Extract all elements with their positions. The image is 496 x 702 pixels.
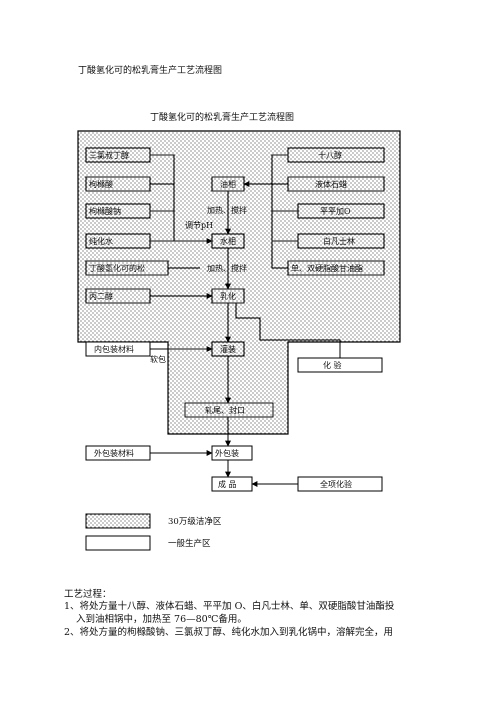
- connector-lines: [150, 154, 341, 487]
- box-oil-phase-label: 油相: [220, 179, 236, 189]
- label-heat-stir-water: 加热、搅拌: [207, 263, 247, 273]
- box-sodium-citrate-label: 枸橼酸钠: [89, 206, 121, 216]
- center-process-boxes: 油相 水相 乳化 灌装 轧尾、封口 外包装 成 品: [184, 176, 274, 492]
- clean-zone-area: [77, 130, 401, 435]
- box-assay-label: 化 验: [323, 360, 342, 370]
- box-full-test-label: 全项化验: [320, 479, 352, 489]
- side-boxes: 内包装材料 外包装材料 化 验 全项化验: [85, 341, 383, 492]
- box-outer-material-label: 外包装材料: [94, 448, 134, 458]
- figure-title: 丁酸氢化可的松乳膏生产工艺流程图: [150, 113, 295, 123]
- box-octadecanol-label: 十八醇: [318, 150, 342, 160]
- right-material-boxes: 十八醇 液体石蜡 平平加O 白凡士林 单、双硬脂酸甘油酯: [287, 147, 385, 276]
- legend-clean-swatch: [85, 513, 151, 529]
- box-filling-label: 灌装: [220, 344, 236, 354]
- left-material-boxes: 三氯叔丁醇 枸橼酸 枸橼酸钠 纯化水 丁酸氢化可的松 丙二醇: [85, 147, 169, 304]
- legend-general-label: 一般生产区: [168, 538, 211, 549]
- box-purified-water-label: 纯化水: [89, 236, 113, 246]
- document-title: 丁酸氢化可的松乳膏生产工艺流程图: [78, 66, 223, 76]
- process-step-line: 入到油相锅中，加热至 76—80℃备用。: [76, 614, 247, 625]
- box-trichloro-label: 三氯叔丁醇: [89, 150, 129, 160]
- box-emulsify-label: 乳化: [220, 291, 236, 301]
- label-heat-stir-oil: 加热、搅拌: [207, 205, 247, 215]
- process-flow-diagram: 三氯叔丁醇 枸橼酸 枸橼酸钠 纯化水 丁酸氢化可的松 丙二醇 十八醇 液体石蜡 …: [77, 130, 401, 551]
- box-water-phase-label: 水相: [220, 236, 236, 246]
- label-tube: 软包: [150, 354, 166, 364]
- box-outer-pack-label: 外包装: [215, 448, 239, 458]
- box-product-label: 成 品: [218, 479, 237, 489]
- process-heading: 工艺过程：: [64, 589, 112, 600]
- label-adjust-ph: 调节pH: [185, 221, 213, 230]
- box-glyceryl-stearate-label: 单、双硬脂酸甘油酯: [291, 263, 363, 273]
- process-step-line: 2、将处方量的枸橼酸钠、三氯叔丁醇、纯化水加入到乳化锅中，溶解完全，用: [64, 627, 394, 638]
- box-peregal-label: 平平加O: [320, 206, 351, 216]
- box-liquid-paraffin-label: 液体石蜡: [315, 179, 347, 189]
- process-step-line: 1、将处方量十八醇、液体石蜡、平平加 O、白凡士林、单、双硬脂酸甘油酯投: [64, 601, 395, 612]
- box-vaseline-label: 白凡士林: [323, 236, 355, 246]
- box-seal-label: 轧尾、封口: [205, 405, 245, 415]
- box-api-label: 丁酸氢化可的松: [89, 263, 145, 273]
- legend-clean-label: 30万级洁净区: [168, 516, 222, 527]
- legend-general-swatch: [85, 535, 151, 551]
- box-inner-material-label: 内包装材料: [94, 344, 134, 354]
- box-propylene-glycol-label: 丙二醇: [89, 291, 113, 301]
- legend: 30万级洁净区 一般生产区: [85, 513, 222, 551]
- box-citric-acid-label: 枸橼酸: [89, 179, 113, 189]
